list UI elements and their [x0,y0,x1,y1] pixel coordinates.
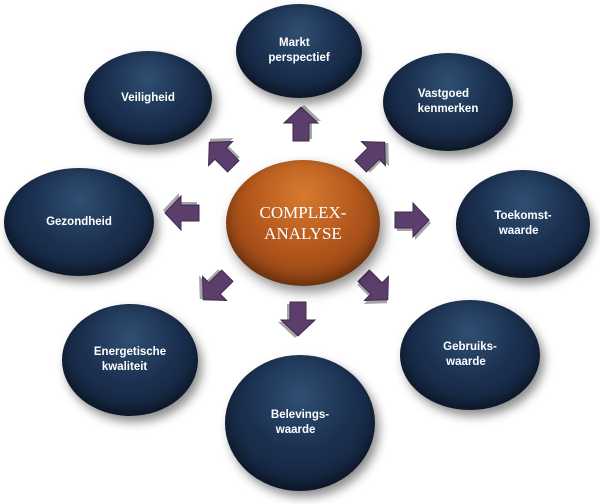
arrow-up [282,105,321,142]
node-energetische-kwaliteit: Energetische kwaliteit [62,304,198,416]
arrow-up-right [354,141,389,173]
center-label-line2: ANALYSE [264,224,342,243]
node-label-line1: Markt [279,37,310,49]
arrow-down-left [199,269,234,301]
node-label-line1: Toekomst- [494,210,552,222]
center-node-complex-analyse: COMPLEX- ANALYSE [226,160,380,286]
node-gebruikswaarde: Gebruiks-waarde [400,300,540,410]
node-veiligheid: Veiligheid [84,51,212,145]
node-belevingswaarde: Belevings-waarde [225,355,375,491]
arrow-up-left [208,138,240,173]
node-label-line1: Gezondheid [46,215,112,228]
node-toekomstwaarde: Toekomst-waarde [456,170,590,278]
node-label-line2: waarde [275,424,316,436]
arrow-down-right [357,269,389,304]
node-gezondheid: Gezondheid [4,168,154,276]
center-label-line1: COMPLEX- [259,203,347,222]
node-label-line1: Veiligheid [121,91,175,104]
node-vastgoed-kenmerken: Vastgoed kenmerken [383,53,513,151]
node-label-line2: perspectief [268,52,330,64]
node-label-line2: waarde [446,356,486,368]
node-label-line2: waarde [498,225,539,237]
node-label-line1: Belevings- [270,409,330,421]
arrow-down [278,301,317,338]
node-label-line1: Gebruiks- [443,341,497,353]
arrow-left [163,193,200,232]
node-label-line2: kenmerken [417,103,479,115]
node-label-line1: Energetische [93,346,167,358]
node-label-line2: kwaliteit [101,361,148,373]
arrow-right [394,201,431,240]
node-label-line1: Vastgoed [417,88,469,100]
node-markt-perspectief: Markt perspectief [236,4,362,98]
